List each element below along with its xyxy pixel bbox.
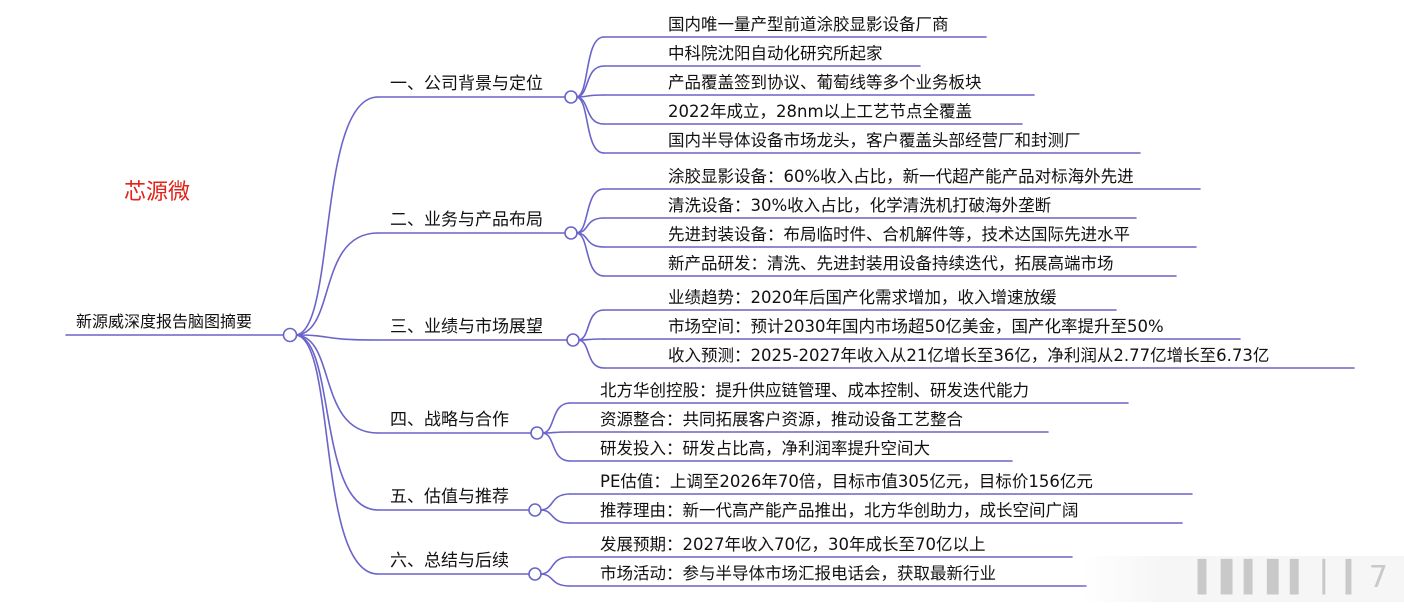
leaf-label: 市场活动：参与半导体市场汇报电话会，获取最新行业 — [600, 564, 996, 583]
watermark-glyph: ▍▌▍▌▍ ▏▎7 — [1197, 560, 1388, 595]
leaf-label: 国内唯一量产型前道涂胶显影设备厂商 — [668, 15, 949, 34]
branch-connector — [294, 232, 379, 336]
leaf-connector — [541, 402, 571, 434]
leaf-label: 2022年成立，28nm以上工艺节点全覆盖 — [668, 102, 973, 121]
leaf-label: 中科院沈阳自动化研究所起家 — [668, 44, 883, 63]
category-label: 五、估值与推荐 — [390, 487, 509, 507]
leaf-connector — [577, 339, 605, 369]
category-node-circle — [528, 567, 542, 581]
root-node-label: 新源威深度报告脑图摘要 — [76, 312, 253, 331]
leaf-connector — [539, 509, 571, 524]
category-label: 三、业绩与市场展望 — [390, 317, 543, 337]
leaf-connector — [539, 573, 571, 587]
branch-connector — [294, 334, 379, 511]
leaf-connector — [575, 232, 605, 277]
leaf-label: 资源整合：共同拓展客户资源，推动设备工艺整合 — [600, 410, 963, 429]
leaf-connector — [575, 96, 605, 154]
leaf-connector — [539, 556, 571, 575]
category-node-circle — [530, 426, 544, 440]
leaf-label: 新产品研发：清洗、先进封装用设备持续迭代，拓展高端市场 — [668, 254, 1114, 273]
leaf-connector — [575, 188, 605, 234]
leaf-label: PE估值：上调至2026年70倍，目标市值305亿元，目标价156亿元 — [600, 472, 1093, 491]
root-node-circle — [282, 327, 298, 343]
leaf-connector — [541, 432, 571, 462]
category-node-circle — [528, 503, 542, 517]
leaf-connector — [577, 338, 605, 341]
leaf-label: 发展预期：2027年收入70亿，30年成长至70亿以上 — [600, 535, 986, 554]
category-node-circle — [564, 226, 578, 240]
leaf-label: 北方华创控股：提升供应链管理、成本控制、研发迭代能力 — [600, 381, 1029, 400]
leaf-connector — [541, 431, 571, 434]
branch-connector — [294, 334, 379, 575]
leaf-label: 清洗设备：30%收入占比，化学清洗机打破海外垄断 — [668, 196, 1052, 215]
branch-connector — [294, 96, 379, 336]
leaf-label: 国内半导体设备市场龙头，客户覆盖头部经营厂和封测厂 — [668, 131, 1081, 150]
category-label: 六、总结与后续 — [390, 551, 509, 571]
leaf-label: 研发投入：研发占比高，净利润率提升空间大 — [600, 439, 930, 458]
leaf-label: 业绩趋势：2020年后国产化需求增加，收入增速放缓 — [668, 288, 1057, 307]
category-label: 四、战略与合作 — [390, 410, 509, 430]
leaf-label: 推荐理由：新一代高产能产品推出，北方华创助力，成长空间广阔 — [600, 501, 1079, 520]
watermark-overlay: ▍▌▍▌▍ ▏▎7 — [1080, 556, 1404, 602]
category-label: 二、业务与产品布局 — [390, 210, 543, 230]
category-node-circle — [564, 90, 578, 104]
leaf-label: 产品覆盖签到协议、葡萄线等多个业务板块 — [668, 73, 982, 92]
leaf-label: 收入预测：2025-2027年收入从21亿增长至36亿，净利润从2.77亿增长至… — [668, 346, 1270, 365]
category-label: 一、公司背景与定位 — [390, 74, 543, 94]
leaf-connector — [539, 493, 571, 511]
leaf-label: 先进封装设备：布局临时件、合机解件等，技术达国际先进水平 — [668, 225, 1130, 244]
category-node-circle — [566, 333, 580, 347]
leaf-connector — [575, 65, 605, 98]
branch-connector — [294, 334, 379, 341]
leaf-connector — [577, 309, 605, 341]
leaf-connector — [575, 96, 605, 125]
page-title: 芯源微 — [124, 180, 191, 205]
leaf-label: 市场空间：预计2030年国内市场超50亿美金，国产化率提升至50% — [668, 317, 1164, 336]
branch-connector — [294, 334, 379, 434]
leaf-label: 涂胶显影设备：60%收入占比，新一代超产能产品对标海外先进 — [668, 167, 1134, 186]
